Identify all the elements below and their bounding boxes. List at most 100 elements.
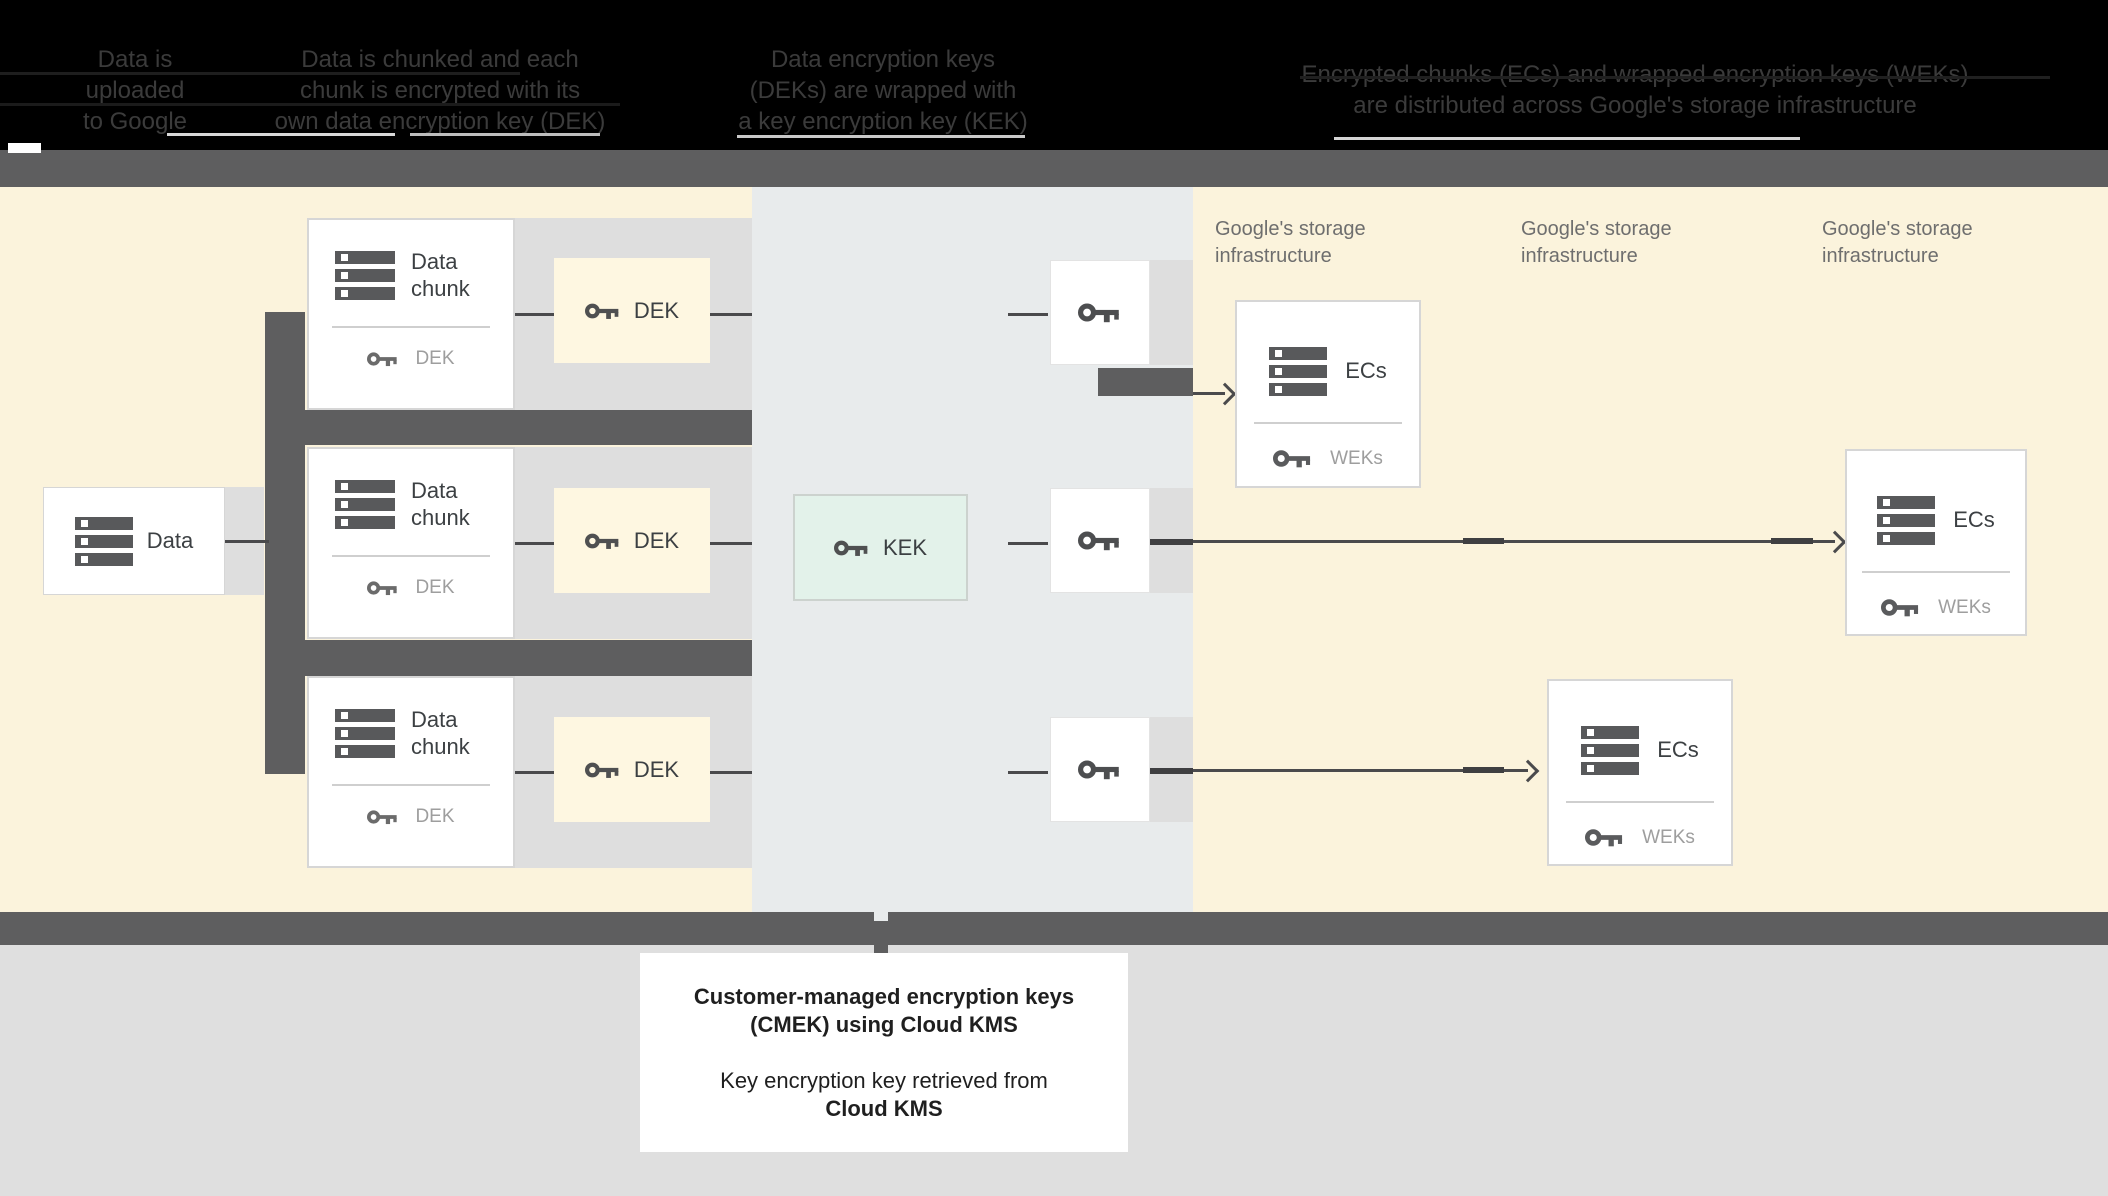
database-icon <box>1269 346 1328 396</box>
header-step-3-line: (DEKs) are wrapped with <box>749 76 1017 104</box>
kek-box: KEK <box>793 494 968 601</box>
glitch-streak <box>410 133 600 136</box>
header-step-1-line: Data is <box>97 45 173 73</box>
key-icon <box>585 300 621 322</box>
glitch-streak <box>1300 76 2050 79</box>
database-icon <box>335 708 395 758</box>
data-chunk-label: Data chunk <box>411 707 470 759</box>
key-icon <box>1273 446 1313 471</box>
key-icon <box>1585 825 1625 850</box>
wrap-key-box <box>1050 717 1150 822</box>
header-step-3: Data encryption keys (DEKs) are wrapped … <box>683 40 1083 140</box>
ecs-box: ECs WEKs <box>1547 679 1733 866</box>
header-step-3-line: Data encryption keys <box>770 45 996 73</box>
key-icon <box>367 352 399 368</box>
key-icon <box>1881 595 1921 620</box>
data-chunk-box: Data chunk DEK <box>307 676 515 868</box>
weks-label: WEKs <box>1938 596 1991 618</box>
kek-stub-line <box>1008 542 1048 545</box>
box-divider <box>1566 801 1714 803</box>
box-divider <box>332 326 490 328</box>
dek-box: DEK <box>554 258 710 363</box>
box-divider <box>332 555 490 557</box>
glitch-streak <box>167 133 395 136</box>
row-connector-bar <box>305 410 752 445</box>
database-icon <box>1581 725 1640 775</box>
key-icon <box>585 759 621 781</box>
caption-connector-tick <box>874 945 888 953</box>
database-icon <box>74 516 133 566</box>
arrow-line <box>1193 392 1225 395</box>
arrow-thick-segment <box>1463 538 1504 544</box>
caption-line: Cloud KMS <box>825 1095 943 1121</box>
data-chunk-box: Data chunk DEK <box>307 218 515 410</box>
dek-small-label: DEK <box>415 348 455 369</box>
wrap-key-box <box>1050 488 1150 593</box>
box-divider <box>1862 571 2010 573</box>
weks-label: WEKs <box>1642 826 1695 848</box>
header-step-1-line: uploaded <box>85 76 185 104</box>
row1-thick-connector <box>1098 368 1193 396</box>
caption-line: Customer-managed encryption keys <box>693 983 1075 1009</box>
glitch-streak <box>0 103 620 106</box>
header-step-4-line: Encrypted chunks (ECs) and wrapped encry… <box>1301 61 1969 88</box>
storage-infrastructure-label: Google's storage infrastructure <box>1521 218 1672 267</box>
data-box: Data <box>43 487 225 595</box>
arrow-line <box>1193 769 1528 772</box>
header-step-2: Data is chunked and each chunk is encryp… <box>240 40 640 140</box>
data-box-label: Data <box>146 528 194 553</box>
caption-box: Customer-managed encryption keys (CMEK) … <box>640 953 1128 1152</box>
key-icon <box>1078 299 1122 326</box>
glitch-streak <box>0 72 520 75</box>
key-icon <box>367 581 399 597</box>
arrow-thick-segment <box>1150 768 1193 774</box>
header-step-2-line: own data encryption key (DEK) <box>274 107 606 135</box>
header-notch <box>8 143 41 153</box>
database-icon <box>1877 495 1936 545</box>
data-chunk-box: Data chunk DEK <box>307 447 515 639</box>
key-icon <box>367 810 399 826</box>
data-connector-line <box>225 540 269 543</box>
ecs-box: ECs WEKs <box>1845 449 2027 636</box>
header-band <box>0 0 2108 150</box>
database-icon <box>335 479 395 529</box>
key-icon <box>1078 756 1122 783</box>
arrow-line <box>1193 540 1835 543</box>
header-step-2-line: chunk is encrypted with its <box>299 76 581 104</box>
glitch-streak <box>1334 137 1800 140</box>
dek-small-label: DEK <box>415 806 455 827</box>
glitch-streak <box>737 135 1025 138</box>
caption-line: (CMEK) using Cloud KMS <box>750 1011 1018 1037</box>
dek-box: DEK <box>554 717 710 822</box>
header-step-1: Data is uploaded to Google <box>30 40 240 140</box>
database-icon <box>335 250 395 300</box>
data-chunk-label: Data chunk <box>411 249 470 301</box>
band-notch <box>874 912 888 921</box>
arrow-thick-segment <box>1150 539 1193 545</box>
dek-out-line <box>710 313 752 316</box>
kek-box-label: KEK <box>882 534 928 560</box>
bottom-divider-band <box>0 912 2108 945</box>
chunk-dek-line <box>515 771 554 774</box>
key-icon <box>585 530 621 552</box>
chunk-dek-line <box>515 542 554 545</box>
dek-out-line <box>710 542 752 545</box>
dek-box-label: DEK <box>633 756 680 782</box>
storage-infrastructure-label: Google's storage infrastructure <box>1822 218 1973 267</box>
kek-stub-line <box>1008 771 1048 774</box>
box-divider <box>332 784 490 786</box>
header-step-2-line: Data is chunked and each <box>301 45 579 73</box>
wrap-panel <box>1150 260 1193 365</box>
arrow-thick-segment <box>1771 538 1813 544</box>
header-step-4: Encrypted chunks (ECs) and wrapped encry… <box>1302 40 1969 140</box>
dek-small-label: DEK <box>415 577 455 598</box>
header-step-3-line: a key encryption key (KEK) <box>738 107 1028 135</box>
top-divider-band <box>0 150 2108 187</box>
key-icon <box>834 537 870 559</box>
dek-box: DEK <box>554 488 710 593</box>
key-icon <box>1078 527 1122 554</box>
storage-infrastructure-label: Google's storage infrastructure <box>1215 218 1366 267</box>
kek-stub-line <box>1008 313 1048 316</box>
dek-box-label: DEK <box>633 527 680 553</box>
